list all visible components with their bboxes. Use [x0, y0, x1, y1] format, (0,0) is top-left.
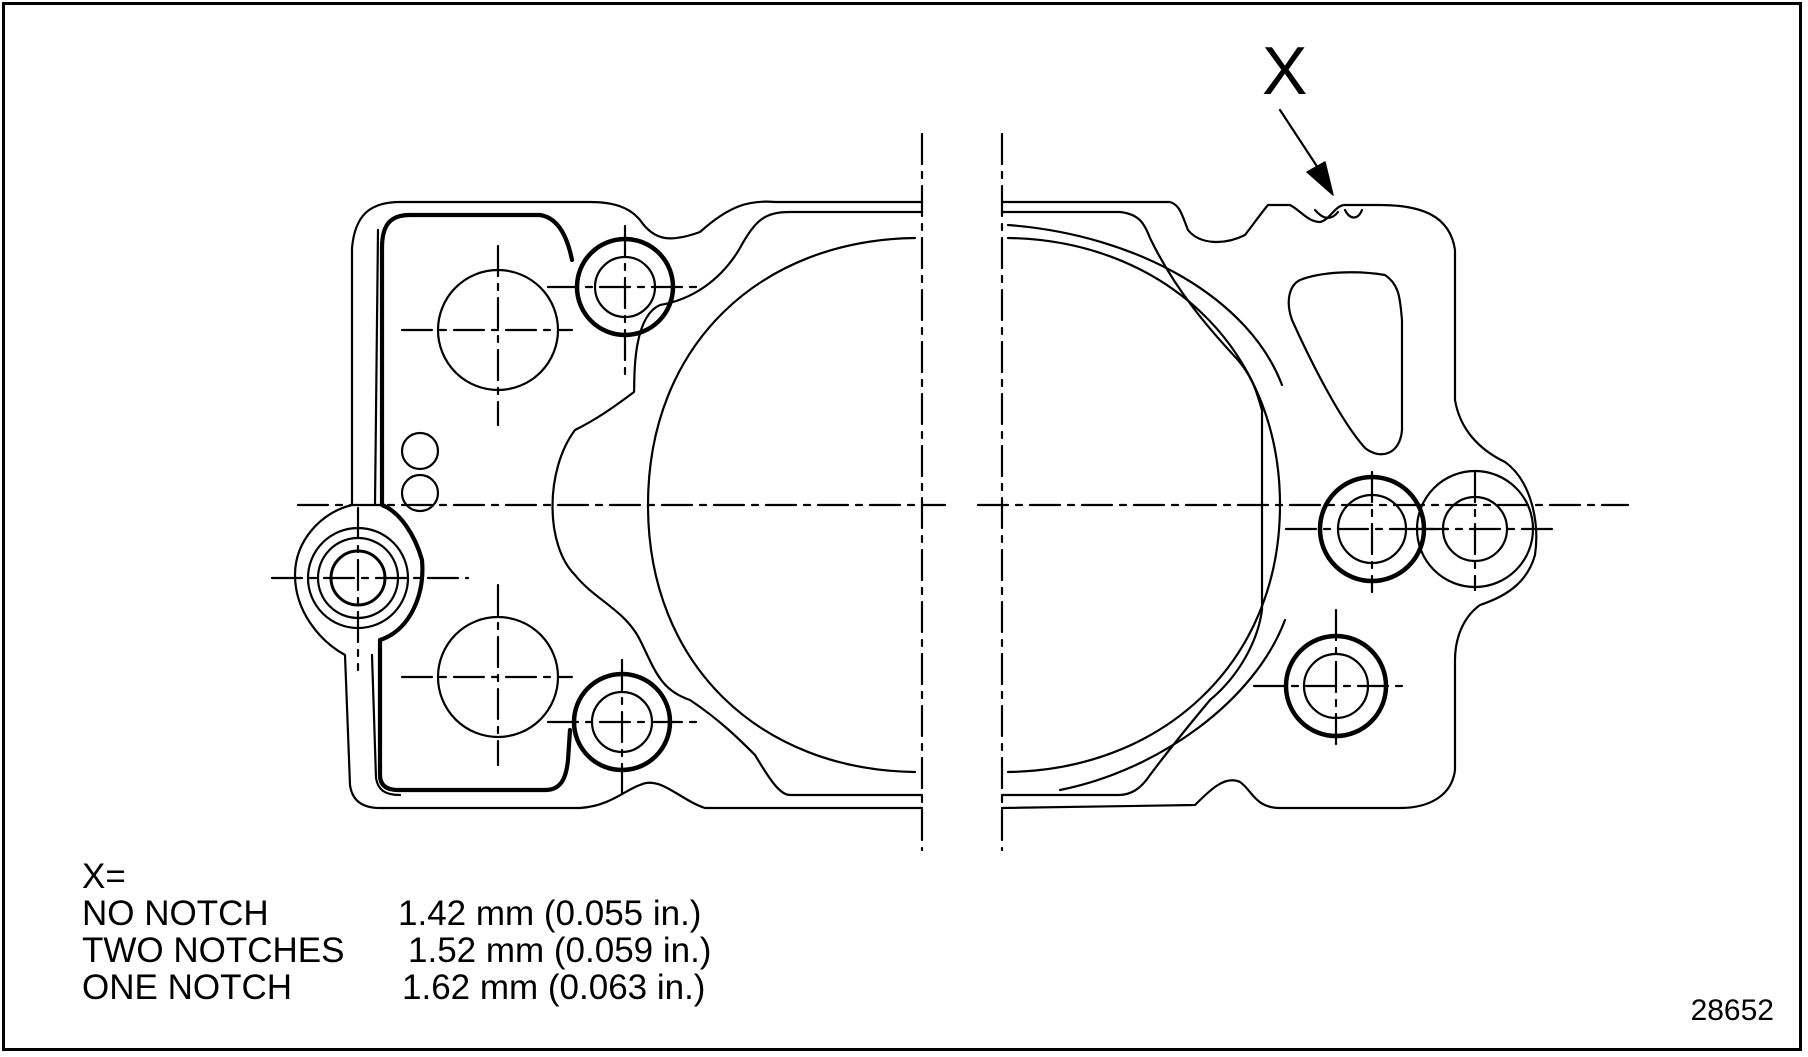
gasket-right-outline — [1000, 200, 1538, 810]
figure-number: 28652 — [1690, 994, 1774, 1027]
left-seal-bead-top — [537, 212, 575, 263]
legend-row-label: ONE NOTCH — [82, 968, 292, 1007]
water-jacket-arc-bottom — [1058, 618, 1287, 792]
gasket-left-outline — [293, 200, 924, 810]
legend-row-value: 1.62 mm (0.063 in.) — [402, 968, 706, 1007]
legend-row-label: TWO NOTCHES — [82, 931, 345, 970]
callout-arrowhead — [1306, 161, 1334, 196]
coolant-slot — [1287, 271, 1404, 456]
gasket-left-inner-outline — [551, 210, 924, 797]
coolant-hole-lower — [400, 473, 440, 513]
gasket-right-inner-outline — [1000, 210, 1264, 797]
legend-row-value: 1.52 mm (0.059 in.) — [408, 931, 712, 970]
left-seal-bead — [377, 212, 573, 793]
callout-label: X — [1262, 33, 1307, 109]
callout-leader — [1278, 108, 1324, 176]
gasket-left-rim — [370, 228, 402, 797]
legend-heading-label: X= — [82, 857, 126, 896]
water-jacket-arc-top — [1006, 223, 1284, 387]
centerlines — [270, 132, 1630, 852]
coolant-hole-upper — [400, 431, 440, 471]
legend-row-value: 1.42 mm (0.055 in.) — [398, 894, 702, 933]
legend-row-label: NO NOTCH — [82, 894, 269, 933]
notch-detail — [1313, 208, 1364, 219]
callout-x: X — [1262, 33, 1334, 196]
